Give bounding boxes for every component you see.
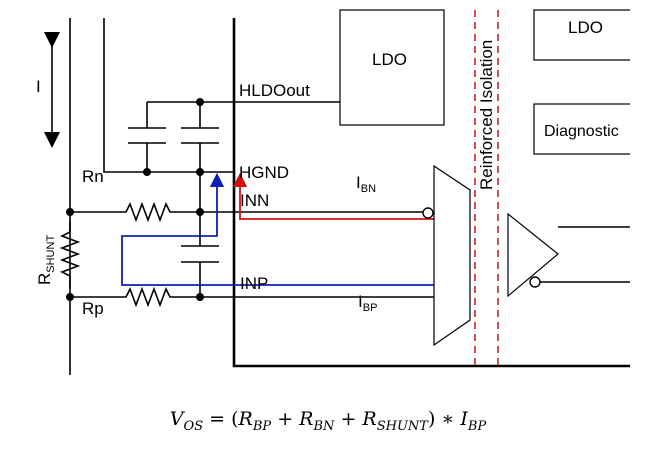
node-dot	[143, 168, 151, 176]
node-dot	[196, 98, 204, 106]
ldo-right-label: LDO	[568, 18, 603, 37]
rn-label: Rn	[82, 167, 104, 186]
ldo-box-right	[533, 9, 630, 61]
inp-wire	[70, 286, 200, 308]
chip-boundary	[232, 18, 630, 368]
inp-current-path	[121, 172, 444, 286]
diagnostic-box	[533, 103, 630, 155]
ldo-box-left	[339, 9, 445, 126]
ldo-left-label: LDO	[372, 50, 407, 69]
inn-wire	[70, 201, 428, 223]
isolation-label: Reinforced Isolation	[477, 40, 496, 190]
node-dot	[196, 168, 204, 176]
inp-label: INP	[240, 274, 268, 293]
current-label: I	[36, 77, 41, 96]
node-dot	[66, 293, 74, 301]
inn-label: INN	[240, 191, 269, 210]
hldo-out-label: HLDOout	[239, 81, 310, 100]
rn-wire	[103, 18, 200, 173]
ibp-label: IBP	[358, 292, 377, 314]
mux-block	[433, 164, 471, 347]
shunt-resistor-icon	[59, 222, 81, 288]
hgnd-label: HGND	[239, 163, 289, 182]
node-dot	[66, 208, 74, 216]
diagnostic-label: Diagnostic	[544, 123, 619, 140]
capacitor-icon	[128, 127, 166, 144]
capacitor-icon	[181, 127, 219, 144]
mux-invert-circle	[422, 207, 434, 219]
capacitor-icon	[181, 245, 219, 263]
offset-equation: VOS = (RBP + RBN + RSHUNT) ∗ IBP	[170, 408, 487, 434]
node-dot	[196, 208, 204, 216]
buffer-invert-circle	[529, 276, 541, 288]
rp-label: Rp	[82, 299, 104, 318]
rshunt-label: RSHUNT	[35, 235, 57, 285]
ibn-label: IBN	[356, 173, 376, 195]
buffer-triangle	[507, 212, 559, 298]
inn-current-path	[232, 172, 444, 220]
